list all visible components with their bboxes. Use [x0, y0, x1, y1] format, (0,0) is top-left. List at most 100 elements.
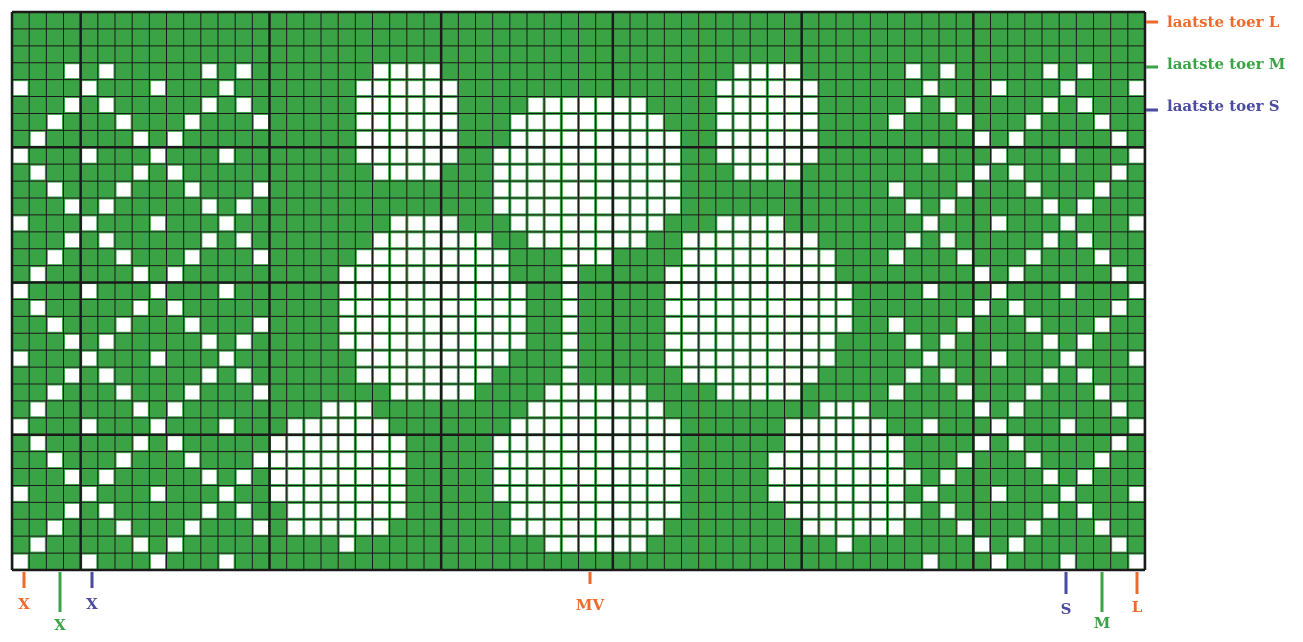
main-color-stitch: [889, 521, 903, 535]
main-color-stitch: [443, 301, 457, 315]
main-color-stitch: [546, 115, 560, 129]
main-color-stitch: [254, 250, 268, 264]
main-color-stitch: [529, 149, 543, 163]
main-color-stitch: [563, 318, 577, 332]
main-color-stitch: [408, 64, 422, 78]
main-color-stitch: [1061, 352, 1075, 366]
main-color-stitch: [99, 64, 113, 78]
main-color-stitch: [494, 470, 508, 484]
main-color-stitch: [408, 149, 422, 163]
main-color-stitch: [786, 369, 800, 383]
main-color-stitch: [700, 267, 714, 281]
main-color-stitch: [666, 183, 680, 197]
main-color-stitch: [666, 352, 680, 366]
main-color-stitch: [820, 352, 834, 366]
main-color-stitch: [271, 436, 285, 450]
main-color-stitch: [254, 318, 268, 332]
main-color-stitch: [580, 386, 594, 400]
main-color-stitch: [889, 470, 903, 484]
main-color-stitch: [941, 369, 955, 383]
main-color-stitch: [31, 132, 45, 146]
main-color-stitch: [580, 233, 594, 247]
main-color-stitch: [958, 386, 972, 400]
main-color-stitch: [683, 352, 697, 366]
main-color-stitch: [872, 487, 886, 501]
main-color-stitch: [391, 352, 405, 366]
main-color-stitch: [202, 98, 216, 112]
main-color-stitch: [323, 402, 337, 416]
main-color-stitch: [941, 335, 955, 349]
main-color-stitch: [580, 149, 594, 163]
main-color-stitch: [563, 369, 577, 383]
main-color-stitch: [649, 149, 663, 163]
main-color-stitch: [168, 538, 182, 552]
main-color-stitch: [151, 284, 165, 298]
main-color-stitch: [735, 64, 749, 78]
main-color-stitch: [529, 200, 543, 214]
main-color-stitch: [666, 453, 680, 467]
main-color-stitch: [614, 470, 628, 484]
main-color-stitch: [752, 369, 766, 383]
main-color-stitch: [752, 335, 766, 349]
main-color-stitch: [426, 98, 440, 112]
main-color-stitch: [563, 419, 577, 433]
main-color-stitch: [546, 538, 560, 552]
main-color-stitch: [408, 233, 422, 247]
main-color-stitch: [614, 453, 628, 467]
main-color-stitch: [838, 521, 852, 535]
main-color-stitch: [838, 419, 852, 433]
main-color-stitch: [975, 166, 989, 180]
main-color-stitch: [460, 352, 474, 366]
main-color-stitch: [374, 352, 388, 366]
main-color-stitch: [460, 369, 474, 383]
main-color-stitch: [700, 352, 714, 366]
last-row-marker-L: laatste toer L: [1146, 13, 1280, 31]
main-color-stitch: [117, 250, 131, 264]
main-color-stitch: [357, 250, 371, 264]
main-color-stitch: [735, 250, 749, 264]
main-color-stitch: [820, 301, 834, 315]
main-color-stitch: [666, 436, 680, 450]
main-color-stitch: [838, 504, 852, 518]
main-color-stitch: [580, 504, 594, 518]
main-color-stitch: [202, 335, 216, 349]
main-color-stitch: [546, 200, 560, 214]
main-color-stitch: [735, 369, 749, 383]
main-color-stitch: [632, 216, 646, 230]
main-color-stitch: [494, 436, 508, 450]
main-color-stitch: [237, 504, 251, 518]
main-color-stitch: [374, 132, 388, 146]
main-color-stitch: [597, 216, 611, 230]
main-color-stitch: [632, 132, 646, 146]
main-color-stitch: [408, 301, 422, 315]
main-color-stitch: [546, 487, 560, 501]
main-color-stitch: [443, 149, 457, 163]
main-color-stitch: [1129, 419, 1143, 433]
main-color-stitch: [134, 166, 148, 180]
main-color-stitch: [803, 453, 817, 467]
main-color-stitch: [803, 267, 817, 281]
main-color-stitch: [220, 149, 234, 163]
main-color-stitch: [803, 115, 817, 129]
main-color-stitch: [1044, 233, 1058, 247]
main-color-stitch: [563, 250, 577, 264]
main-color-stitch: [597, 183, 611, 197]
main-color-stitch: [838, 301, 852, 315]
main-color-stitch: [1078, 335, 1092, 349]
main-color-stitch: [391, 318, 405, 332]
main-color-stitch: [838, 470, 852, 484]
main-color-stitch: [1044, 98, 1058, 112]
main-color-stitch: [443, 386, 457, 400]
main-color-stitch: [65, 98, 79, 112]
last-row-label-M: laatste toer M: [1167, 55, 1285, 73]
main-color-stitch: [426, 250, 440, 264]
main-color-stitch: [426, 115, 440, 129]
main-color-stitch: [460, 335, 474, 349]
main-color-stitch: [735, 301, 749, 315]
main-color-stitch: [305, 419, 319, 433]
main-color-stitch: [563, 166, 577, 180]
main-color-stitch: [48, 521, 62, 535]
main-color-stitch: [511, 470, 525, 484]
main-color-stitch: [151, 81, 165, 95]
main-color-stitch: [923, 216, 937, 230]
